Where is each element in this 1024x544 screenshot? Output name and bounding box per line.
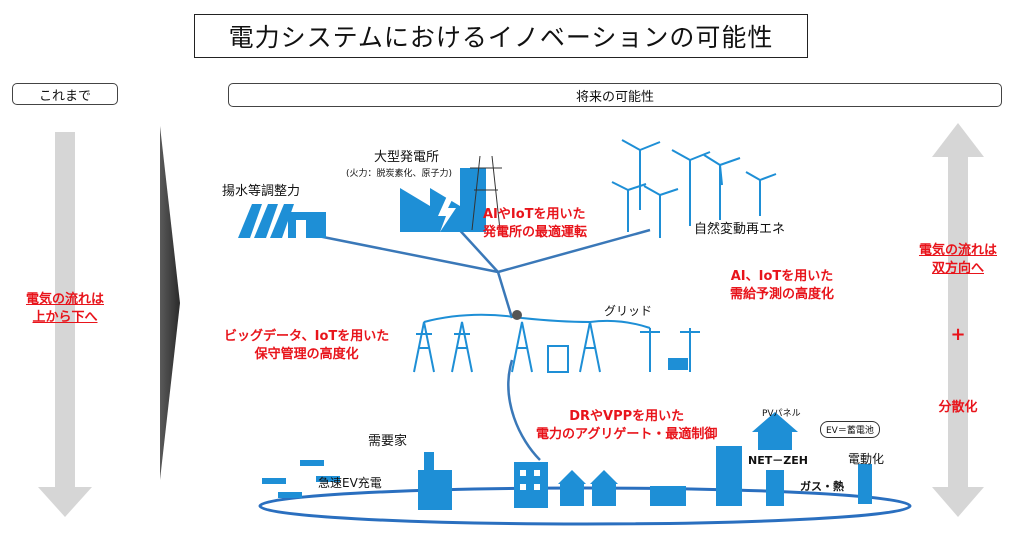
consumers-label: 需要家 <box>368 434 408 449</box>
large-plant-label: 大型発電所 <box>374 150 440 165</box>
wind-turbines-icon <box>611 139 777 238</box>
aggregation-text: DRやVPPを用いた 電力のアグリゲート・最適制御 <box>536 408 717 444</box>
maintenance-line2: 保守管理の高度化 <box>254 347 359 362</box>
aggregation-line1: DRやVPPを用いた <box>569 409 685 424</box>
net-zeh-label: NET－ZEH <box>748 454 808 467</box>
pv-house-icon <box>752 412 798 450</box>
transition-chevron <box>160 126 180 480</box>
bidirectional-flow-line2: 双方向へ <box>931 261 984 276</box>
fast-ev-label: 急速EV充電 <box>318 476 382 490</box>
connection-lines <box>317 224 651 461</box>
maintenance-text: ビッグデータ、IoTを用いた 保守管理の高度化 <box>224 328 389 364</box>
ev-charging-icons <box>262 460 340 498</box>
top-down-flow-text: 電気の流れは 上から下へ <box>10 291 120 327</box>
demand-forecast-line1: AI、IoTを用いた <box>730 269 834 284</box>
top-down-flow-line1: 電気の流れは <box>25 292 104 307</box>
pumped-storage-label: 揚水等調整力 <box>222 184 301 199</box>
dam-icon <box>238 204 326 238</box>
plant-optimization-line2: 発電所の最適運転 <box>483 225 588 240</box>
gas-heat-label: ガス・熱 <box>800 480 844 493</box>
demand-forecast-text: AI、IoTを用いた 需給予測の高度化 <box>730 268 834 304</box>
grid-label: グリッド <box>604 304 653 318</box>
large-plant-note: (火力：脱炭素化、原子力) <box>346 169 453 179</box>
maintenance-line1: ビッグデータ、IoTを用いた <box>224 329 390 344</box>
transmission-towers-icon <box>413 313 700 373</box>
community-ground <box>258 486 912 526</box>
plant-optimization-line1: AIやIoTを用いた <box>483 207 586 222</box>
city-buildings-icon <box>418 446 872 510</box>
bidirectional-flow-line1: 電気の流れは <box>918 243 997 258</box>
pv-panel-label: PVパネル <box>762 409 801 419</box>
renewables-label: 自然変動再エネ <box>694 222 786 237</box>
left-down-arrow <box>38 132 92 517</box>
plus-sign: + <box>950 324 966 345</box>
maintenance-vehicle-icon <box>668 358 688 370</box>
page-title: 電力システムにおけるイノベーションの可能性 <box>194 14 808 58</box>
grid-hub-icon <box>512 310 522 320</box>
decentralization-label: 分散化 <box>938 400 978 415</box>
bidirectional-flow-text: 電気の流れは 双方向へ <box>906 242 1010 278</box>
future-label: 将来の可能性 <box>228 83 1002 107</box>
right-bidirectional-arrow <box>932 123 984 517</box>
ev-battery-label: EV＝蓄電池 <box>820 421 880 438</box>
aggregation-line2: 電力のアグリゲート・最適制御 <box>536 427 718 442</box>
demand-forecast-line2: 需給予測の高度化 <box>730 287 835 302</box>
electrification-label: 電動化 <box>848 452 885 466</box>
power-plant-icon <box>400 155 502 232</box>
plant-optimization-text: AIやIoTを用いた 発電所の最適運転 <box>483 206 587 242</box>
top-down-flow-line2: 上から下へ <box>32 310 98 325</box>
past-label: これまで <box>12 83 118 105</box>
